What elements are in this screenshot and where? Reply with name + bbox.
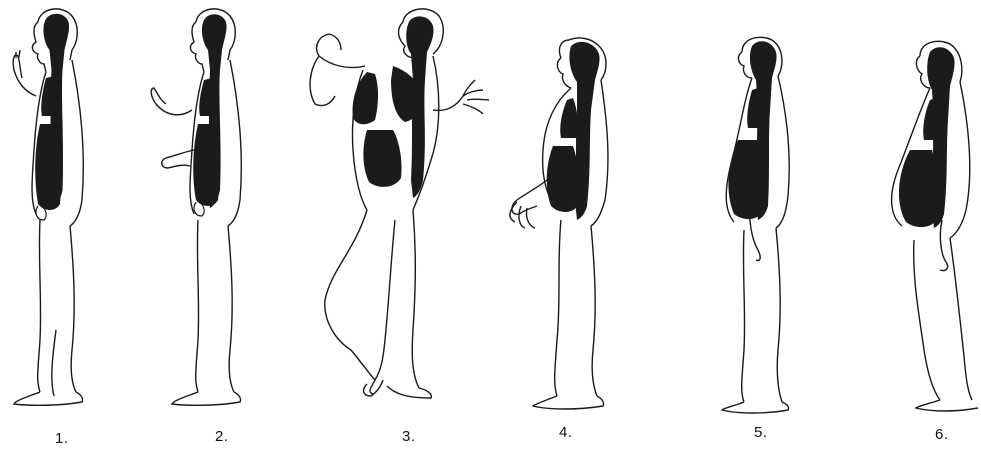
figure-6-label: 6. [935, 426, 949, 443]
figure-3-label: 3. [402, 428, 416, 445]
figure-6 [880, 0, 981, 420]
figure-5 [700, 0, 820, 420]
figure-2-label: 2. [215, 428, 229, 445]
figure-4-label: 4. [559, 424, 573, 441]
figure-5-label: 5. [754, 424, 768, 441]
figure-3 [295, 0, 505, 420]
figure-2 [140, 0, 270, 420]
figure-1 [0, 0, 130, 420]
figure-1-label: 1. [55, 430, 69, 447]
figure-4 [505, 0, 625, 420]
